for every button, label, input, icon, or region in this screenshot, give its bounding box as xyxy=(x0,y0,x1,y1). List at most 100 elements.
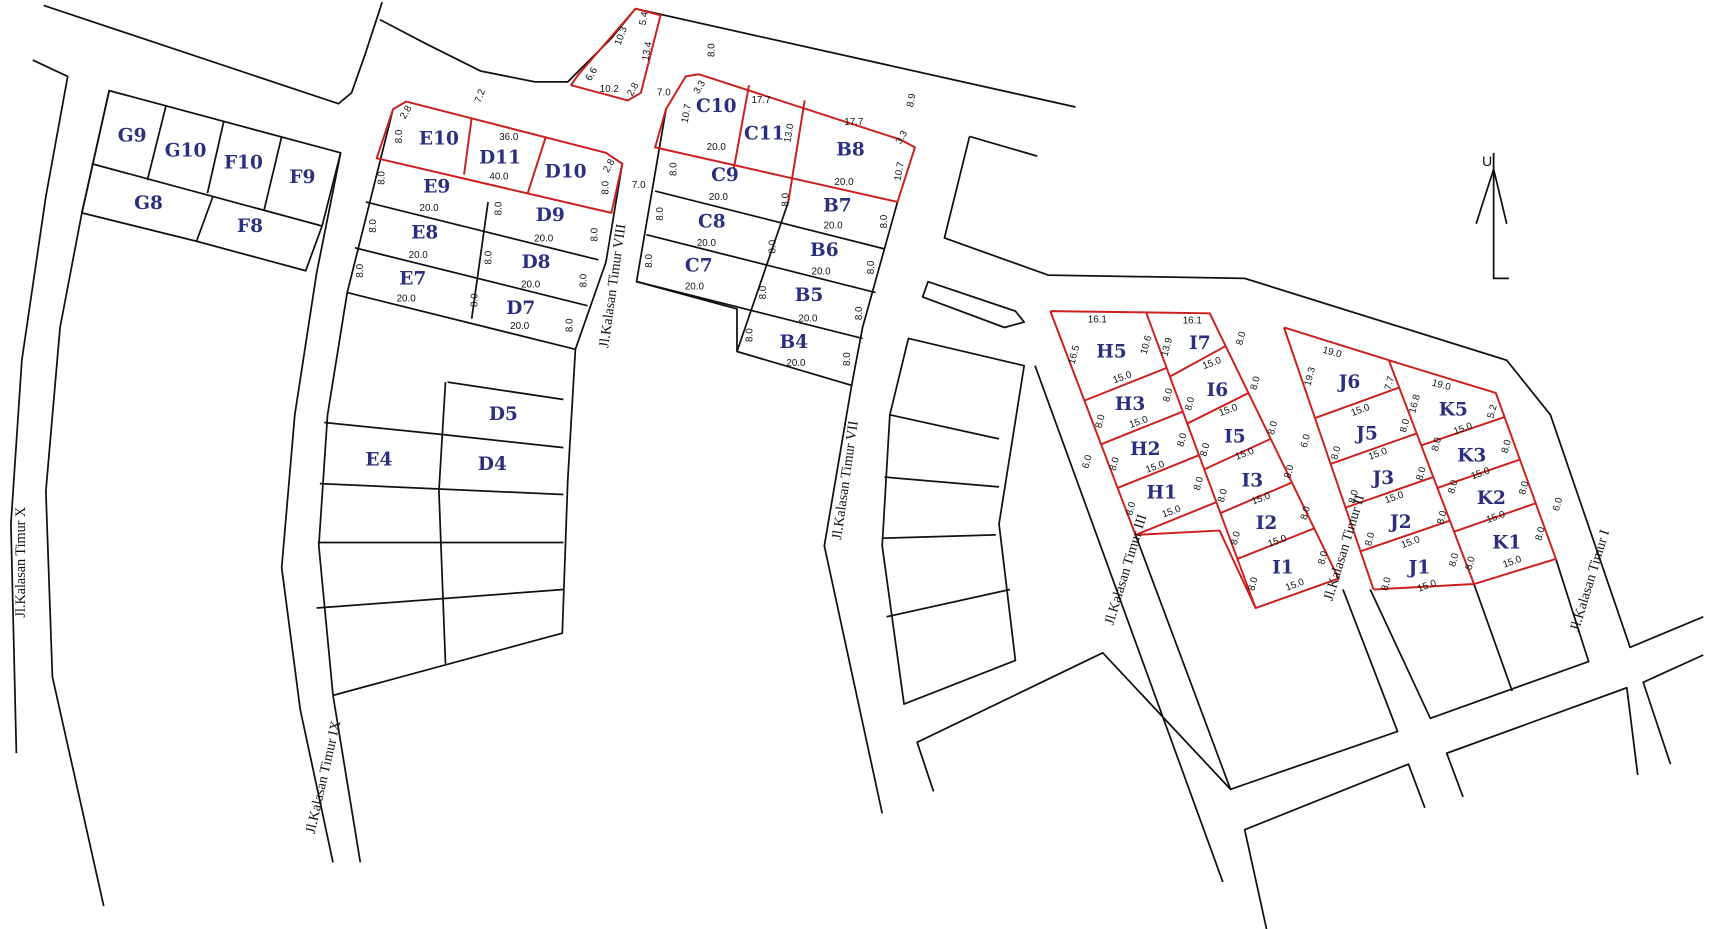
dimension-label: 16.1 xyxy=(1088,314,1107,325)
lot-label[interactable]: J2 xyxy=(1388,512,1412,533)
dimension-label: 40.0 xyxy=(489,171,509,182)
dimension-label: 8.0 xyxy=(1435,509,1449,526)
dimension-label: 8.0 xyxy=(470,293,481,307)
dimension-label: 16.1 xyxy=(1183,316,1202,327)
lot-label[interactable]: D5 xyxy=(489,404,518,425)
lot-label[interactable]: G10 xyxy=(165,141,207,162)
lot-label[interactable]: I5 xyxy=(1224,427,1246,448)
dimension-label: 8.0 xyxy=(879,214,890,228)
lot-label[interactable]: J5 xyxy=(1354,423,1378,444)
dimension-label: 8.0 xyxy=(1316,549,1330,566)
lot-label[interactable]: I7 xyxy=(1189,333,1211,354)
street-label: Jl.Kalasan Timur II xyxy=(1321,493,1369,603)
lot-label[interactable]: D9 xyxy=(536,205,565,226)
lot-label[interactable]: C7 xyxy=(685,255,713,276)
lot-label[interactable]: B8 xyxy=(836,140,865,161)
lot-label[interactable]: E8 xyxy=(411,223,438,244)
dimension-label: 5.2 xyxy=(1486,404,1500,420)
dimension-label: 15.0 xyxy=(1383,489,1405,506)
lot-label[interactable]: D11 xyxy=(479,147,521,168)
dimension-label: 16.5 xyxy=(1067,344,1083,366)
dimension-label: 8.0 xyxy=(1183,395,1197,412)
lot-label[interactable]: B5 xyxy=(795,285,824,306)
lot-label[interactable]: C11 xyxy=(744,123,785,144)
dimension-label: 20.0 xyxy=(786,358,806,369)
dimension-label: 15.0 xyxy=(1367,446,1389,463)
dimension-label: 8.0 xyxy=(601,180,612,194)
lot-label[interactable]: E7 xyxy=(399,268,426,289)
dimension-label: 6.6 xyxy=(584,65,601,83)
dimension-label: 19.0 xyxy=(1431,378,1453,394)
dimension-label: 8.0 xyxy=(368,219,379,233)
dimension-label: 15.0 xyxy=(1452,420,1474,437)
lot-label[interactable]: H2 xyxy=(1130,439,1160,460)
lot-label[interactable]: H1 xyxy=(1146,482,1176,503)
dimension-label: 8.9 xyxy=(905,93,918,108)
dimension-label: 20.0 xyxy=(697,238,717,249)
lot-label[interactable]: F9 xyxy=(289,167,315,188)
lot-label[interactable]: I6 xyxy=(1207,380,1229,401)
lot-label[interactable]: F10 xyxy=(224,153,263,174)
dimension-label: 8.0 xyxy=(644,254,655,268)
dimension-label: 8.0 xyxy=(1415,465,1429,482)
dimension-label: 8.0 xyxy=(1430,436,1444,453)
dimension-label: 20.0 xyxy=(834,177,854,188)
lot-label[interactable]: C10 xyxy=(696,96,737,117)
dimension-label: 8.0 xyxy=(1246,576,1260,593)
dimension-label: 8.0 xyxy=(1282,463,1296,480)
dimension-label: 8.0 xyxy=(1094,413,1108,430)
dimension-label: 8.0 xyxy=(1446,478,1460,495)
lot-label[interactable]: F8 xyxy=(237,216,263,237)
lot-label[interactable]: K1 xyxy=(1492,533,1521,554)
dimension-label: 20.0 xyxy=(707,142,727,153)
dimension-label: 8.0 xyxy=(1500,438,1514,455)
lot-label[interactable]: K2 xyxy=(1477,488,1506,509)
lot-label[interactable]: K5 xyxy=(1439,399,1468,420)
dimension-label: 8.0 xyxy=(1517,479,1531,496)
lot-label[interactable]: D7 xyxy=(506,298,535,319)
dimension-label: 10.2 xyxy=(600,84,619,95)
lot-label[interactable]: C9 xyxy=(711,165,739,186)
lot-label[interactable]: I2 xyxy=(1256,513,1278,534)
lot-label[interactable]: B7 xyxy=(823,195,852,216)
lot-label[interactable]: H5 xyxy=(1096,342,1126,363)
dimension-label: 20.0 xyxy=(685,282,705,293)
lot-label[interactable]: J6 xyxy=(1337,372,1361,393)
dimension-label: 20.0 xyxy=(420,203,440,214)
lot-label[interactable]: D4 xyxy=(478,454,507,475)
dimension-label: 8.0 xyxy=(1234,330,1248,347)
dimension-label: 8.0 xyxy=(1347,488,1361,505)
dimension-label: 8.0 xyxy=(842,352,853,366)
lot-label[interactable]: I1 xyxy=(1272,558,1294,579)
dimension-label: 15.0 xyxy=(1485,509,1507,526)
lot-label[interactable]: J1 xyxy=(1407,558,1431,579)
dimension-label: 8.0 xyxy=(866,260,877,274)
dimension-label: 8.0 xyxy=(1229,530,1243,547)
dimension-label: 13.0 xyxy=(782,122,796,143)
lot-label[interactable]: J3 xyxy=(1371,468,1395,489)
lot-label[interactable]: B4 xyxy=(779,332,808,353)
lot-label[interactable]: B6 xyxy=(810,240,839,261)
dimension-label: 20.0 xyxy=(824,221,844,232)
lot-label[interactable]: D8 xyxy=(522,252,551,273)
dimension-label: 10.6 xyxy=(1139,334,1155,356)
lot-label[interactable]: G9 xyxy=(118,125,147,146)
dimension-label: 10.3 xyxy=(613,25,630,47)
lot-label[interactable]: E4 xyxy=(365,450,392,471)
dimension-label: 8.0 xyxy=(1249,375,1263,392)
dimension-label: 8.0 xyxy=(745,328,756,342)
lot-label[interactable]: E9 xyxy=(423,177,450,198)
lot-label[interactable]: H3 xyxy=(1115,394,1145,415)
dimension-label: 8.0 xyxy=(1299,505,1313,522)
lot-label[interactable]: D10 xyxy=(545,161,587,182)
dimension-label: 17.7 xyxy=(844,117,863,128)
road-and-lot-lines xyxy=(10,1,1704,929)
lot-label[interactable]: I3 xyxy=(1242,470,1264,491)
dimension-label: 20.0 xyxy=(510,321,530,332)
lot-label[interactable]: K3 xyxy=(1457,445,1486,466)
lot-label[interactable]: E10 xyxy=(419,129,459,150)
lot-label[interactable]: C8 xyxy=(698,212,726,233)
dimension-label: 20.0 xyxy=(534,234,554,245)
lot-label[interactable]: G8 xyxy=(134,193,163,214)
